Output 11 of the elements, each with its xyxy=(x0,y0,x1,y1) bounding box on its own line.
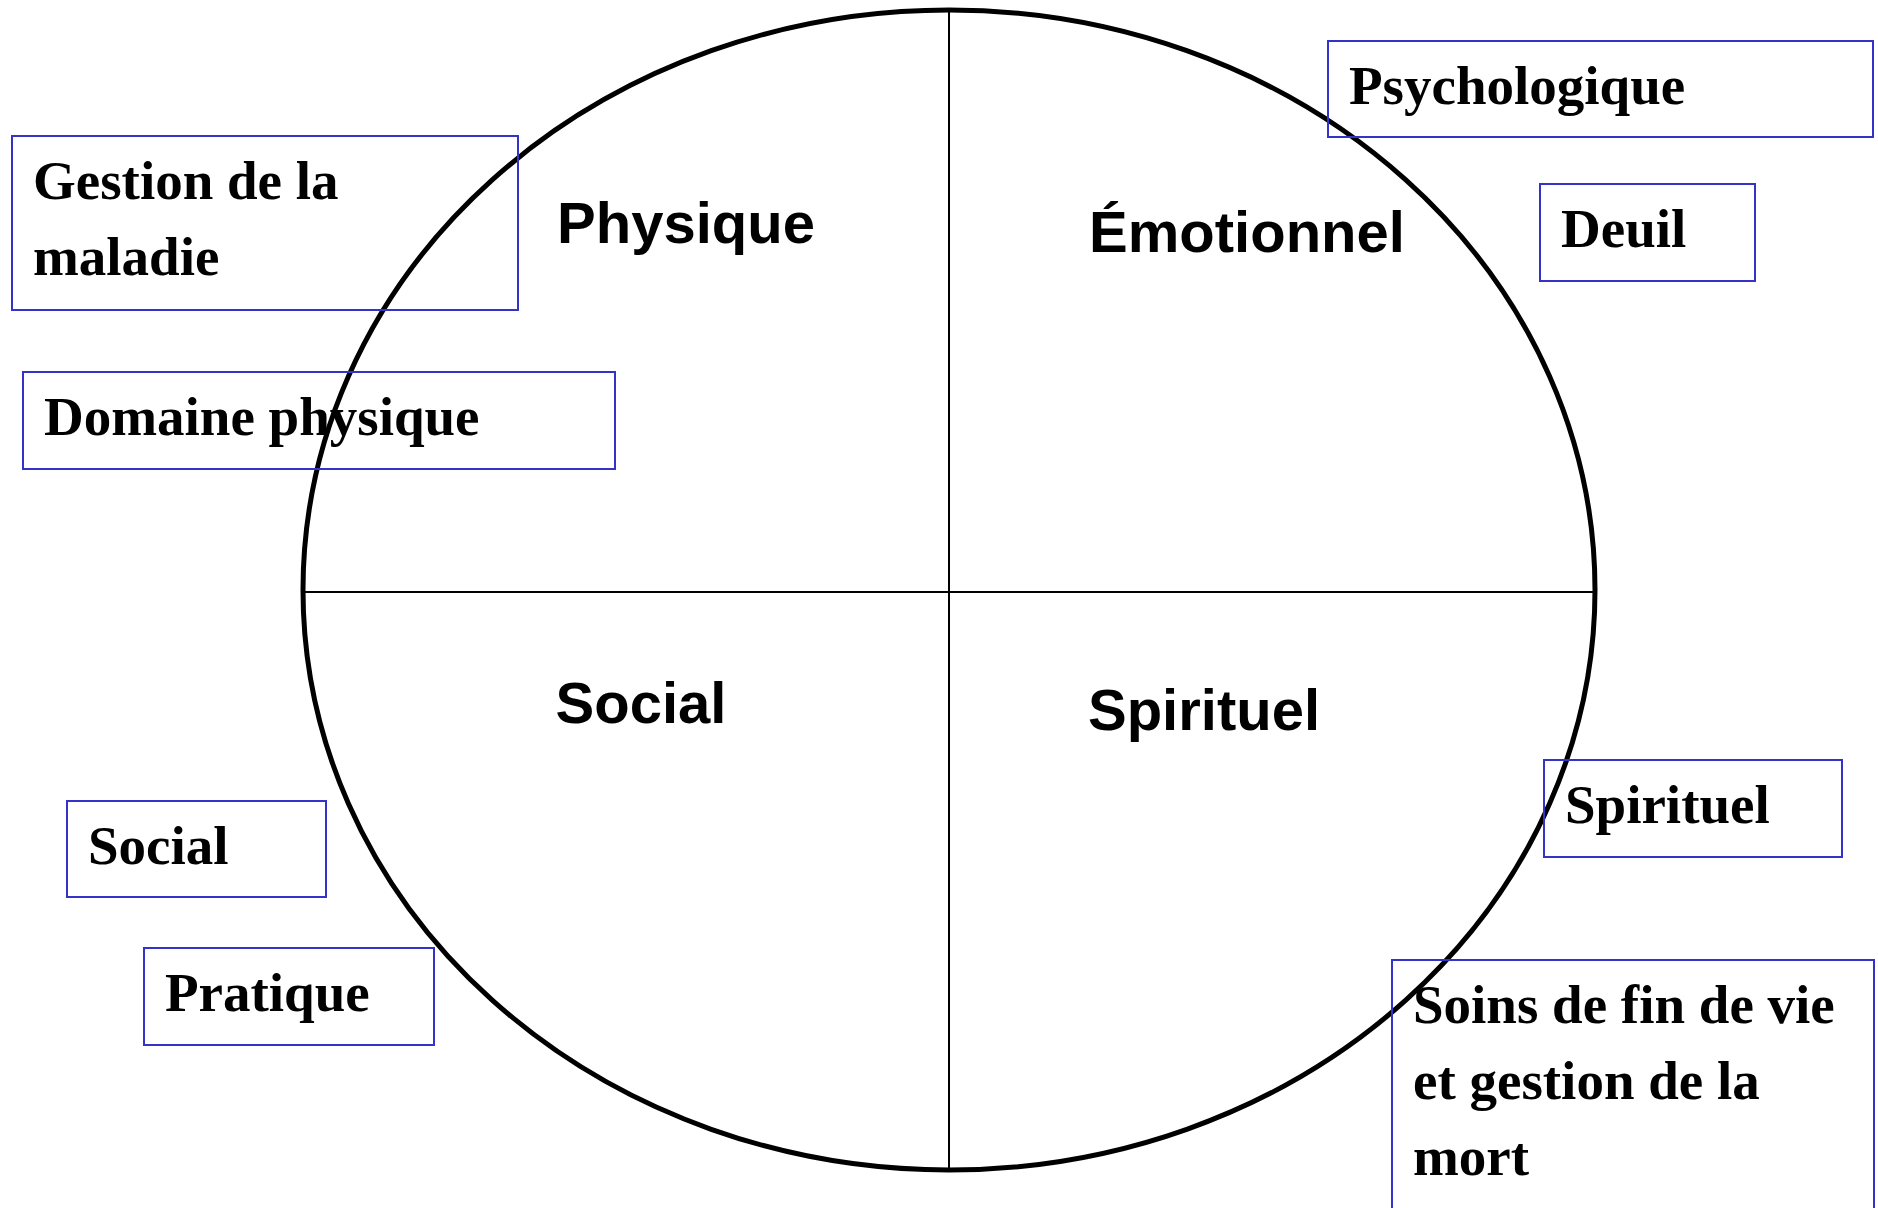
label-box: Social xyxy=(66,800,327,898)
quadrant-label: Spirituel xyxy=(1088,675,1320,743)
label-box: Gestion de la maladie xyxy=(11,135,519,311)
quadrant-label: Émotionnel xyxy=(1089,197,1405,265)
label-box: Spirituel xyxy=(1543,759,1843,858)
quadrant-label: Physique xyxy=(557,188,815,256)
label-box: Deuil xyxy=(1539,183,1756,282)
label-box: Psychologique xyxy=(1327,40,1874,138)
quadrant-label: Social xyxy=(555,668,727,736)
label-box: Pratique xyxy=(143,947,435,1046)
label-box: Soins de fin de vie et gestion de la mort xyxy=(1391,959,1875,1208)
